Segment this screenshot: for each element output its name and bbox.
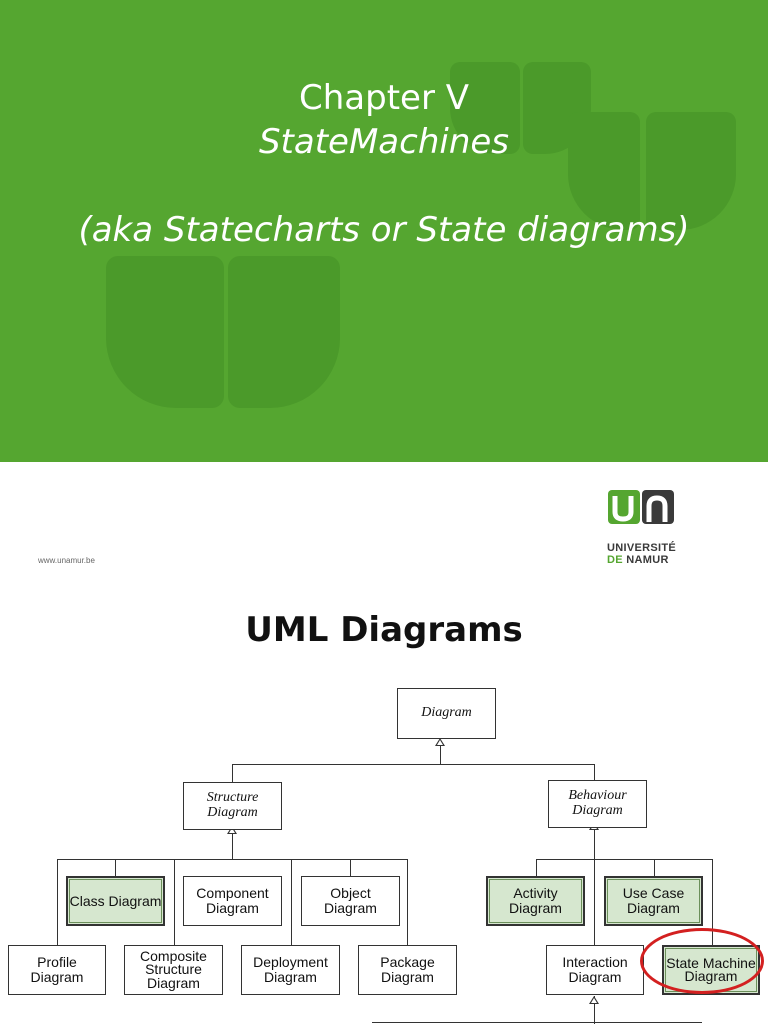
connector xyxy=(174,859,175,945)
connector xyxy=(536,859,537,876)
logo-text-namur-word: NAMUR xyxy=(626,554,669,566)
behaviour-diagram-box: Behaviour Diagram xyxy=(548,780,647,828)
logo-text-de: DE xyxy=(607,554,623,566)
connector xyxy=(372,1022,702,1023)
class-diagram-box: Class Diagram xyxy=(66,876,165,926)
slide-title: UML Diagrams xyxy=(245,610,523,650)
package-diagram-box: Package Diagram xyxy=(358,945,457,995)
connector xyxy=(594,764,595,782)
connector xyxy=(232,832,233,859)
diagram-box: Diagram xyxy=(397,688,496,739)
banner-notch xyxy=(596,462,696,484)
connector xyxy=(712,859,713,945)
connector xyxy=(440,744,441,764)
activity-diagram-box: Activity Diagram xyxy=(486,876,585,926)
inheritance-arrow-icon xyxy=(227,826,237,834)
interaction-diagram-box: Interaction Diagram xyxy=(546,945,644,995)
connector xyxy=(594,996,595,1024)
component-diagram-box: Component Diagram xyxy=(183,876,282,926)
chapter-aka: (aka Statecharts or State diagrams) xyxy=(78,210,690,250)
connector xyxy=(536,859,712,860)
leaf-shape xyxy=(228,256,340,408)
logo-text-universite: UNIVERSITÉ xyxy=(607,542,677,554)
use-case-diagram-box: Use Case Diagram xyxy=(604,876,703,926)
connector xyxy=(232,764,594,765)
connector xyxy=(594,828,595,946)
connector xyxy=(232,764,233,782)
connector xyxy=(57,859,58,945)
chapter-title: Chapter V xyxy=(299,78,469,118)
inheritance-arrow-icon xyxy=(589,996,599,1004)
highlight-ellipse xyxy=(640,928,764,994)
connector xyxy=(350,859,351,876)
connector xyxy=(57,859,408,860)
connector xyxy=(407,859,408,945)
structure-diagram-box: Structure Diagram xyxy=(183,782,282,830)
leaf-shape xyxy=(646,112,736,230)
title-slide: Chapter V StateMachines (aka Statecharts… xyxy=(0,0,768,566)
object-diagram-box: Object Diagram xyxy=(301,876,400,926)
composite-structure-diagram-box: Composite Structure Diagram xyxy=(124,945,223,995)
leaf-shape xyxy=(450,62,520,154)
chapter-subtitle: StateMachines xyxy=(258,122,510,162)
uml-slide: UML Diagrams Diagram Structure Diagram B… xyxy=(0,582,768,1024)
inheritance-arrow-icon xyxy=(435,738,445,746)
website-url: www.unamur.be xyxy=(38,556,95,565)
connector xyxy=(115,859,116,876)
deployment-diagram-box: Deployment Diagram xyxy=(241,945,340,995)
profile-diagram-box: Profile Diagram xyxy=(8,945,106,995)
connector xyxy=(291,859,292,945)
connector xyxy=(654,859,655,876)
logo-text-namur: DE NAMUR xyxy=(607,554,669,566)
green-banner: Chapter V StateMachines (aka Statecharts… xyxy=(0,0,768,462)
leaf-shape xyxy=(106,256,224,408)
unamur-logo-icon xyxy=(608,490,674,524)
